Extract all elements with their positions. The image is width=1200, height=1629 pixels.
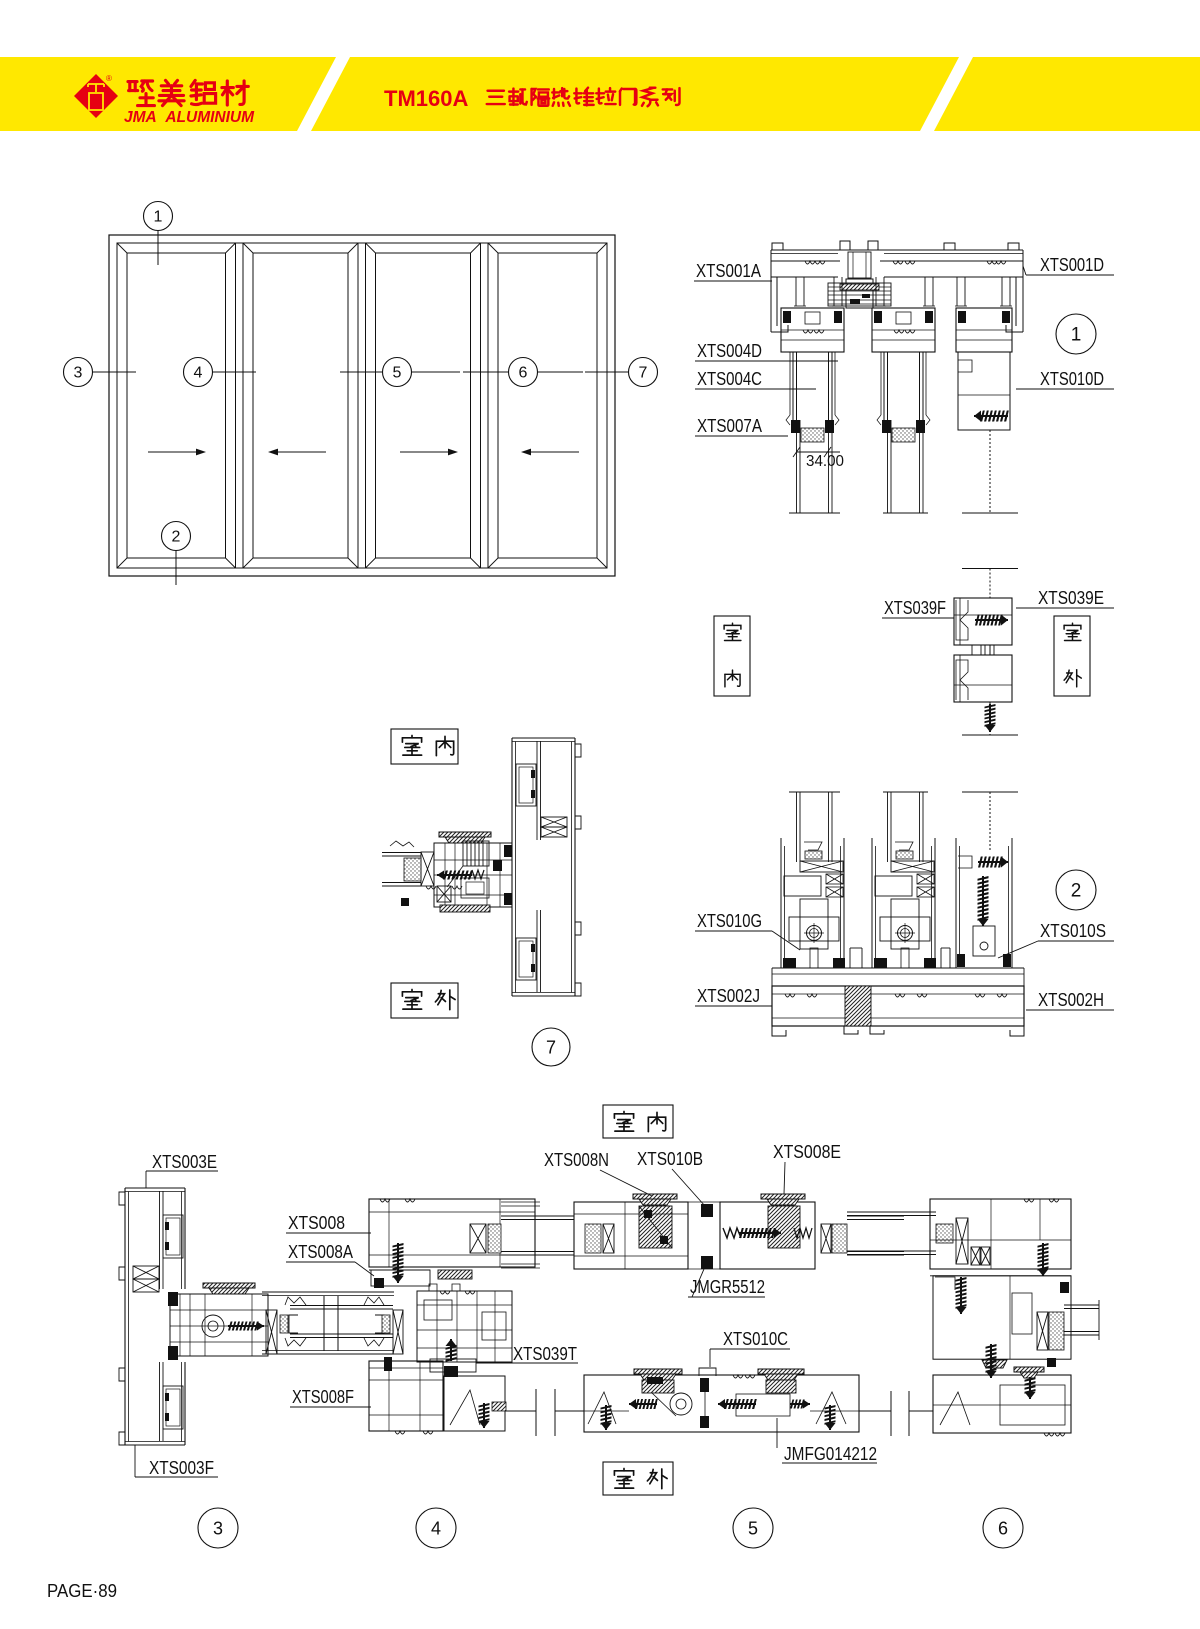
svg-text:XTS010S: XTS010S — [1040, 920, 1106, 941]
svg-text:3: 3 — [213, 1518, 223, 1538]
svg-text:XTS008A: XTS008A — [288, 1241, 354, 1262]
svg-text:XTS004D: XTS004D — [697, 340, 762, 361]
svg-text:6: 6 — [998, 1518, 1008, 1538]
svg-text:XTS003E: XTS003E — [152, 1151, 217, 1172]
svg-text:JMFG014212: JMFG014212 — [784, 1443, 877, 1464]
svg-text:XTS039T: XTS039T — [513, 1343, 577, 1364]
svg-text:XTS010B: XTS010B — [637, 1148, 703, 1169]
svg-text:6: 6 — [519, 365, 528, 382]
svg-text:JMGR5512: JMGR5512 — [690, 1276, 765, 1297]
svg-text:®: ® — [106, 74, 112, 83]
svg-text:XTS001D: XTS001D — [1040, 254, 1104, 275]
svg-text:XTS039E: XTS039E — [1038, 587, 1104, 608]
svg-text:XTS008E: XTS008E — [773, 1141, 841, 1162]
svg-text:XTS003F: XTS003F — [149, 1457, 214, 1478]
svg-text:XTS010G: XTS010G — [697, 910, 762, 931]
svg-text:4: 4 — [194, 365, 203, 382]
svg-text:XTS039F: XTS039F — [884, 597, 946, 618]
svg-text:3: 3 — [74, 365, 83, 382]
svg-text:XTS010D: XTS010D — [1040, 368, 1104, 389]
svg-text:7: 7 — [546, 1037, 556, 1057]
svg-text:TM160A: TM160A — [384, 86, 468, 111]
svg-text:XTS008: XTS008 — [288, 1212, 345, 1233]
svg-text:XTS001A: XTS001A — [696, 260, 762, 281]
svg-text:XTS008N: XTS008N — [544, 1149, 609, 1170]
svg-text:XTS004C: XTS004C — [697, 368, 762, 389]
svg-text:1: 1 — [154, 209, 163, 226]
svg-text:XTS002H: XTS002H — [1038, 989, 1104, 1010]
svg-text:34.00: 34.00 — [806, 453, 844, 470]
svg-text:XTS010C: XTS010C — [723, 1328, 788, 1349]
svg-text:7: 7 — [639, 365, 648, 382]
svg-text:2: 2 — [1071, 881, 1082, 902]
svg-text:4: 4 — [431, 1518, 441, 1538]
svg-text:5: 5 — [393, 365, 402, 382]
svg-text:XTS008F: XTS008F — [292, 1386, 354, 1407]
svg-text:2: 2 — [172, 529, 181, 546]
svg-text:JMA ALUMINIUM: JMA ALUMINIUM — [124, 109, 255, 126]
svg-text:XTS007A: XTS007A — [697, 415, 763, 436]
svg-text:XTS002J: XTS002J — [697, 985, 760, 1006]
svg-text:5: 5 — [748, 1518, 758, 1538]
svg-text:1: 1 — [1071, 325, 1082, 346]
svg-text:PAGE·89: PAGE·89 — [47, 1581, 117, 1601]
